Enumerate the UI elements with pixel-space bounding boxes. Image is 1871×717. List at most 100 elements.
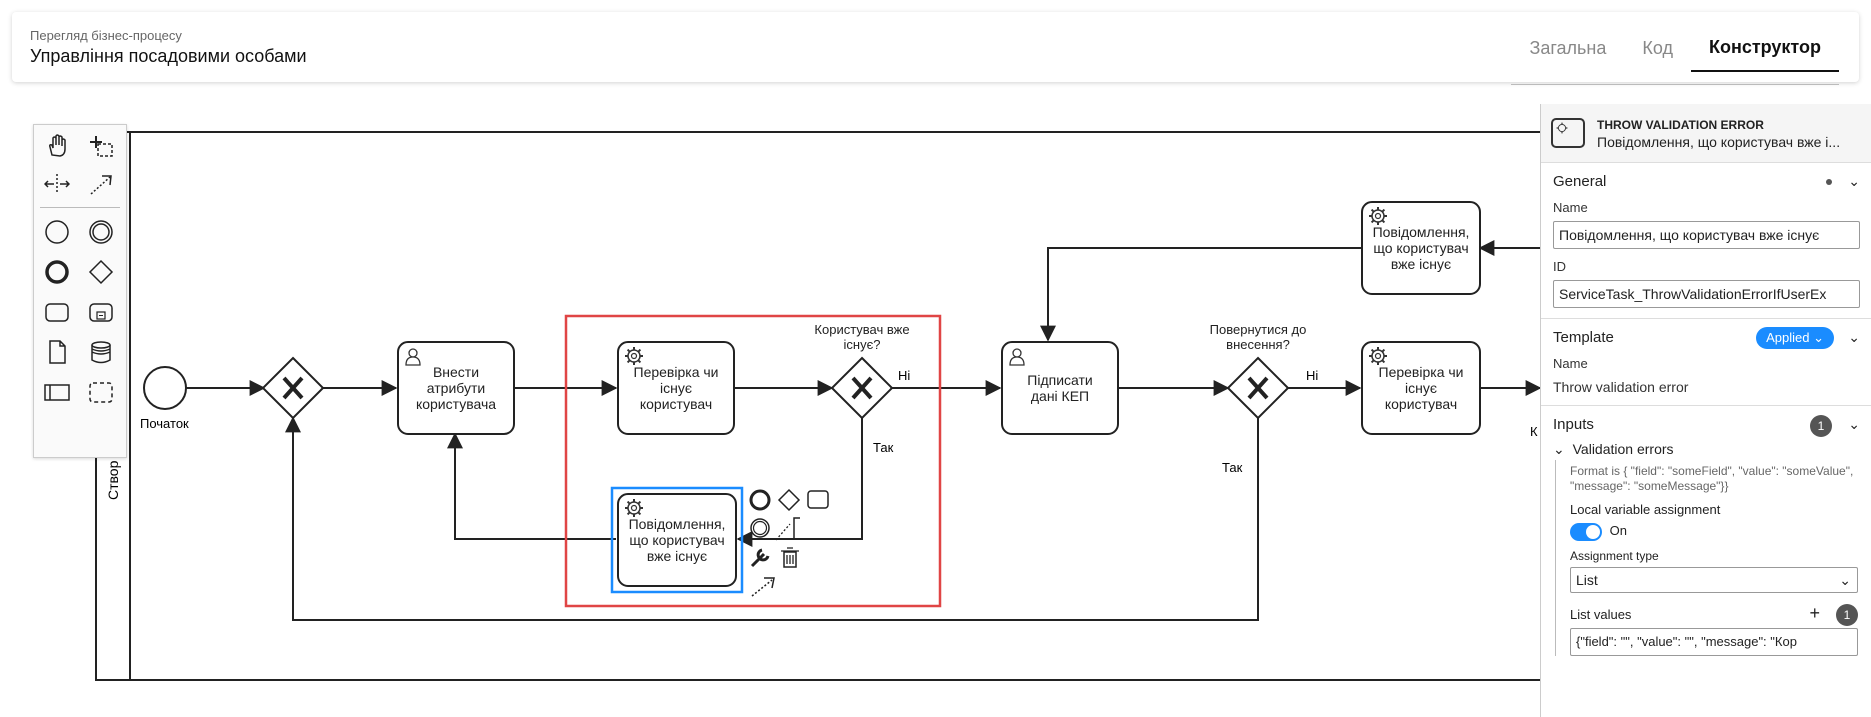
append-gateway-icon[interactable] xyxy=(777,488,801,512)
connect-icon[interactable] xyxy=(751,577,775,597)
task-msg2-label: Повідомлення, що користувач вже існує xyxy=(1372,224,1470,272)
start-event-tool-icon[interactable] xyxy=(40,215,74,249)
flow-msg-enter[interactable] xyxy=(447,432,616,540)
name-field[interactable]: Повідомлення, що користувач вже існує xyxy=(1553,221,1860,249)
selected-outline xyxy=(610,486,744,594)
task-sign-kep[interactable]: Підписати дані КЕП xyxy=(1001,341,1119,435)
tab-designer[interactable]: Конструктор xyxy=(1690,24,1839,72)
chevron-down-icon[interactable]: ⌄ xyxy=(1848,416,1860,432)
gateway-tool-icon[interactable] xyxy=(84,255,118,289)
task-enter-label: Внести атрибути користувача xyxy=(415,364,497,412)
flow-gw2-msg[interactable] xyxy=(736,418,863,547)
trash-icon[interactable] xyxy=(781,547,799,568)
general-section-header[interactable]: General ⌄ xyxy=(1541,163,1871,196)
task-message-user-exists-2[interactable]: Повідомлення, що користувач вже існує xyxy=(1361,201,1481,295)
general-title: General xyxy=(1553,173,1607,190)
group-tool-icon[interactable] xyxy=(84,375,118,409)
tab-bar: Загальна Код Конструктор xyxy=(1511,24,1839,85)
task-tool-icon[interactable] xyxy=(40,295,74,329)
app-header: Перегляд бізнес-процесу Управління посад… xyxy=(12,12,1859,85)
start-event-label: Початок xyxy=(140,416,189,431)
element-type-label: THROW VALIDATION ERROR xyxy=(1597,118,1764,132)
selection-highlight xyxy=(564,314,942,608)
properties-panel: THROW VALIDATION ERROR Повідомлення, що … xyxy=(1540,104,1871,717)
data-store-tool-icon[interactable] xyxy=(84,335,118,369)
add-icon[interactable]: + xyxy=(1809,603,1820,623)
data-object-tool-icon[interactable] xyxy=(40,335,74,369)
template-title: Template xyxy=(1553,329,1614,346)
pool[interactable] xyxy=(95,131,1540,681)
flow-msg2-sign-b[interactable] xyxy=(1040,247,1362,342)
tab-code[interactable]: Код xyxy=(1642,37,1673,58)
assignment-type-select[interactable]: List ⌄ xyxy=(1570,567,1858,593)
format-hint: Format is { "field": "someField", "value… xyxy=(1570,464,1854,493)
inputs-section-header[interactable]: Inputs 1 ⌄ xyxy=(1541,406,1871,439)
service-task-icon xyxy=(1551,118,1585,148)
inputs-title: Inputs xyxy=(1553,416,1594,433)
assignment-type-label: Assignment type xyxy=(1570,549,1659,563)
chevron-down-icon[interactable]: ⌄ xyxy=(1848,173,1860,189)
chevron-down-icon: ⌄ xyxy=(1839,572,1851,588)
task-enter-attributes[interactable]: Внести атрибути користувача xyxy=(397,341,515,435)
task-check2-label: Перевірка чи існує користувач xyxy=(1378,364,1464,412)
template-name-label: Name xyxy=(1553,356,1588,371)
inputs-count-badge: 1 xyxy=(1810,415,1832,437)
context-pad xyxy=(749,488,829,597)
tool-palette xyxy=(33,124,127,458)
space-tool-icon[interactable] xyxy=(40,167,74,201)
task-check-user-1[interactable]: Перевірка чи існує користувач xyxy=(617,341,735,435)
palette-divider xyxy=(40,207,120,208)
wrench-icon[interactable] xyxy=(750,548,770,568)
id-field-label: ID xyxy=(1553,259,1566,274)
template-section-header[interactable]: Template Applied ⌄ ⌄ xyxy=(1541,319,1871,352)
append-end-event-icon[interactable] xyxy=(749,489,771,511)
flow-yes-label-1: Так xyxy=(873,440,894,455)
append-task-icon[interactable] xyxy=(807,490,829,509)
gateway-3-label: Повернутися до внесення? xyxy=(1209,322,1307,352)
flow-yes-label-2: Так xyxy=(1222,460,1243,475)
start-event[interactable] xyxy=(143,366,187,410)
intermediate-event-tool-icon[interactable] xyxy=(84,215,118,249)
list-values-header[interactable]: List values + 1 xyxy=(1556,599,1871,626)
lasso-tool-icon[interactable] xyxy=(84,129,118,163)
task-msg1-label: Повідомлення, що користувач вже існує xyxy=(628,516,726,564)
lane-edge-letter: К xyxy=(1530,424,1538,439)
local-var-label: Local variable assignment xyxy=(1570,502,1721,517)
text-annotation-icon[interactable] xyxy=(793,517,800,540)
local-var-toggle[interactable] xyxy=(1570,523,1602,541)
flow-no-label-1: Ні xyxy=(898,368,910,383)
inputs-section: Inputs 1 ⌄ ⌄ Validation errors Format is… xyxy=(1541,406,1871,656)
page-subtitle: Перегляд бізнес-процесу xyxy=(30,28,182,43)
task-check-user-2[interactable]: Перевірка чи існує користувач xyxy=(1361,341,1481,435)
global-connect-tool-icon[interactable] xyxy=(84,167,118,201)
list-count-badge: 1 xyxy=(1836,604,1858,626)
pool-label: Створ xyxy=(105,460,121,500)
chevron-down-icon[interactable]: ⌄ xyxy=(1848,329,1860,345)
chevron-down-icon[interactable]: ⌄ xyxy=(1553,441,1565,457)
hand-tool-icon[interactable] xyxy=(40,129,74,163)
list-values-label: List values xyxy=(1570,607,1632,622)
task-message-user-exists-1[interactable]: Повідомлення, що користувач вже існує xyxy=(617,493,737,587)
validation-errors-title: Validation errors xyxy=(1572,441,1674,457)
pool-tool-icon[interactable] xyxy=(40,375,74,409)
toggle-state-label: On xyxy=(1609,523,1627,539)
end-event-tool-icon[interactable] xyxy=(40,255,74,289)
list-value-field[interactable]: {"field": "", "value": "", "message": "К… xyxy=(1570,628,1858,656)
gateway-2-label: Користувач вже існує? xyxy=(814,322,910,352)
validation-errors-header[interactable]: ⌄ Validation errors xyxy=(1541,439,1871,460)
task-check1-label: Перевірка чи існує користувач xyxy=(633,364,719,412)
element-name-label: Повідомлення, що користувач вже і... xyxy=(1597,134,1841,150)
bpmn-canvas[interactable]: Створ Початок Внести атрибути користувач… xyxy=(0,90,1540,717)
dot-indicator xyxy=(1826,179,1832,185)
id-field[interactable]: ServiceTask_ThrowValidationErrorIfUserEx xyxy=(1553,280,1860,308)
gateway-1[interactable] xyxy=(261,356,325,420)
tab-general[interactable]: Загальна xyxy=(1529,37,1607,58)
subprocess-tool-icon[interactable] xyxy=(84,295,118,329)
gateway-2[interactable] xyxy=(830,356,894,420)
general-section: General ⌄ Name Повідомлення, що користув… xyxy=(1541,163,1871,319)
task-sign-label: Підписати дані КЕП xyxy=(1027,372,1093,404)
name-field-label: Name xyxy=(1553,200,1588,215)
applied-badge[interactable]: Applied ⌄ xyxy=(1756,327,1834,349)
gateway-3[interactable] xyxy=(1226,356,1290,420)
flow-gw3-gw1[interactable] xyxy=(285,416,1259,621)
